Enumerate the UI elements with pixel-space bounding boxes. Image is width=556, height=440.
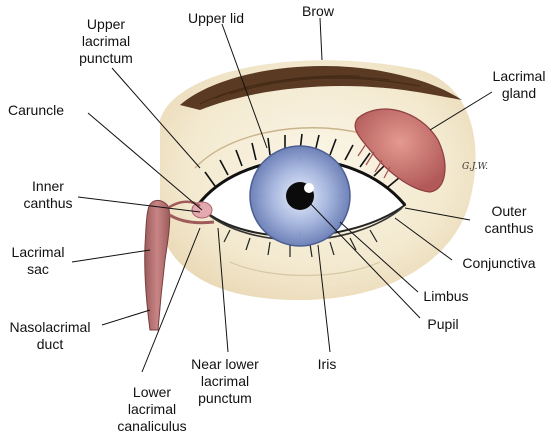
leader-lines: [71, 17, 493, 373]
lower-lashes: [223, 229, 378, 258]
label-upper-lacrimal-punctum: Upper lacrimal punctum: [79, 16, 133, 66]
label-iris: Iris: [317, 356, 337, 372]
artist-signature: G.J.W.: [462, 162, 489, 172]
label-lacrimal-sac: Lacrimal sac: [11, 244, 65, 277]
label-lower-lacrimal-canaliculus: Lower lacrimal canaliculus: [117, 384, 187, 434]
label-limbus: Limbus: [423, 288, 469, 304]
pupil-highlight: [304, 183, 314, 193]
label-nasolacrimal-duct: Nasolacrimal duct: [9, 319, 91, 352]
label-conjunctiva: Conjunctiva: [462, 255, 536, 271]
label-brow: Brow: [302, 3, 334, 19]
label-caruncle: Caruncle: [8, 102, 65, 118]
label-outer-canthus: Outer canthus: [484, 203, 534, 236]
label-lacrimal-gland: Lacrimal gland: [492, 68, 546, 101]
upper-canaliculus: [167, 200, 201, 210]
canaliculi: [167, 212, 215, 225]
label-upper-lid: Upper lid: [187, 10, 245, 26]
brow-hairs: [199, 75, 421, 105]
lacrimal-gland-shape: [354, 108, 446, 193]
lower-lid-fold: [229, 261, 381, 277]
label-near-lower-lacrimal-punctum: Near lower lacrimal punctum: [191, 356, 259, 406]
gland-ducts: [357, 143, 391, 179]
iris-fibers: [252, 150, 348, 242]
label-pupil: Pupil: [427, 316, 459, 332]
label-inner-canthus: Inner canthus: [23, 178, 73, 211]
brow-shape: [180, 66, 462, 110]
lacrimal-sac-shape: [144, 200, 171, 331]
